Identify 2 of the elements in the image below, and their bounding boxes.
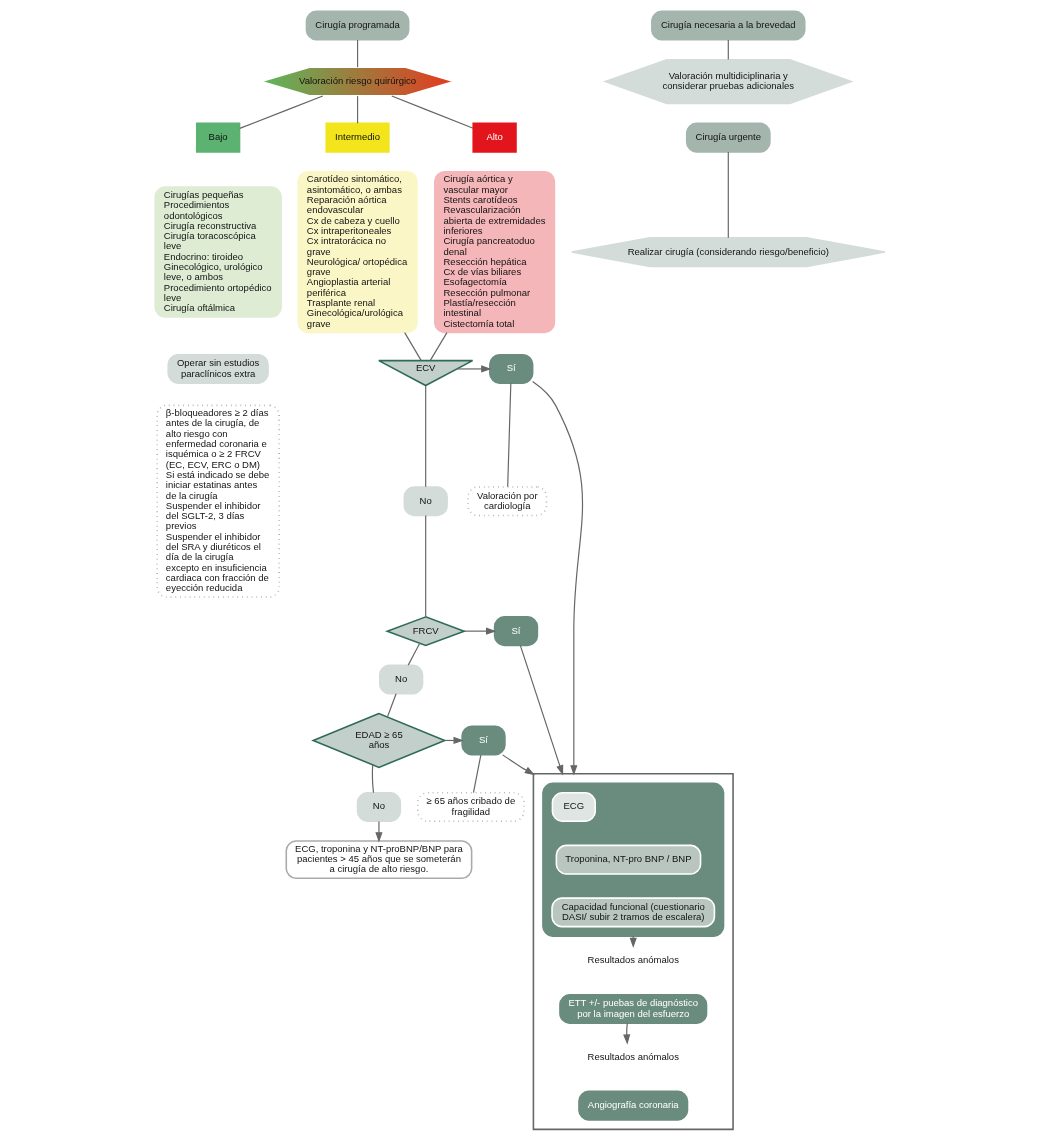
node-text: Resultados anómalos: [587, 954, 679, 966]
node-text: Resultados anómalos: [587, 1050, 679, 1062]
